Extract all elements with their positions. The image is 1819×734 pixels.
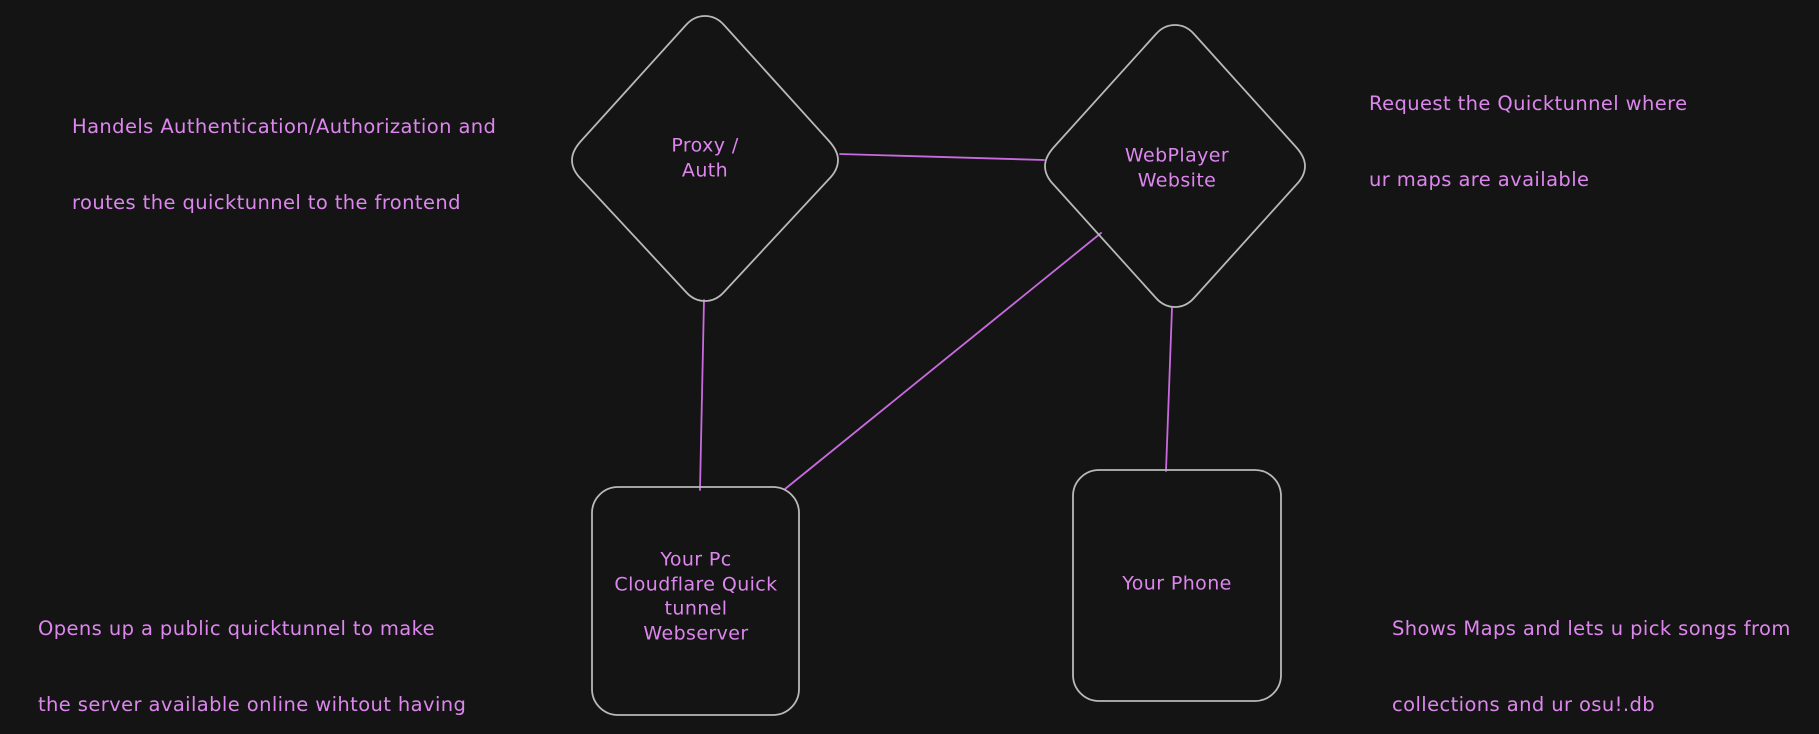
edges-group — [699, 153, 1173, 491]
edge-webplayer-to-your-phone — [1165, 307, 1173, 472]
annotation-line: ur maps are available — [1369, 167, 1590, 191]
edge-proxy-to-webplayer — [839, 153, 1045, 161]
annotation-line: Opens up a public quicktunnel to make — [38, 616, 436, 640]
annotation-proxy-auth: Handels Authentication/Authorization and… — [72, 63, 496, 266]
node-label-your-phone: Your Phone — [1122, 572, 1232, 595]
annotation-your-pc: Opens up a public quicktunnel to make th… — [38, 565, 488, 734]
annotation-webplayer-website: Request the Quicktunnel where ur maps ar… — [1369, 40, 1688, 243]
node-your-phone-shape[interactable] — [1072, 469, 1282, 702]
annotation-line: Request the Quicktunnel where — [1369, 91, 1688, 115]
nodes-group — [571, 15, 1306, 716]
node-webplayer-website-shape[interactable] — [1044, 24, 1306, 308]
node-label-proxy-auth: Proxy / Auth — [671, 134, 739, 181]
annotation-line: Shows Maps and lets u pick songs from — [1392, 616, 1791, 640]
node-proxy-auth-shape[interactable] — [571, 15, 839, 302]
node-your-pc-shape[interactable] — [591, 486, 800, 716]
annotation-your-phone: Shows Maps and lets u pick songs from co… — [1392, 565, 1791, 734]
annotation-line: the server available online wihtout havi… — [38, 692, 467, 716]
annotation-line: Handels Authentication/Authorization and — [72, 114, 497, 138]
annotation-line: collections and ur osu!.db — [1392, 692, 1655, 716]
annotation-line: routes the quicktunnel to the frontend — [72, 190, 461, 214]
node-label-webplayer-website: WebPlayer Website — [1124, 144, 1230, 191]
node-label-your-pc: Your Pc Cloudflare Quick tunnel Webserve… — [614, 548, 778, 645]
edge-proxy-to-your-pc — [699, 299, 705, 491]
edge-your-pc-to-webplayer — [784, 232, 1102, 490]
